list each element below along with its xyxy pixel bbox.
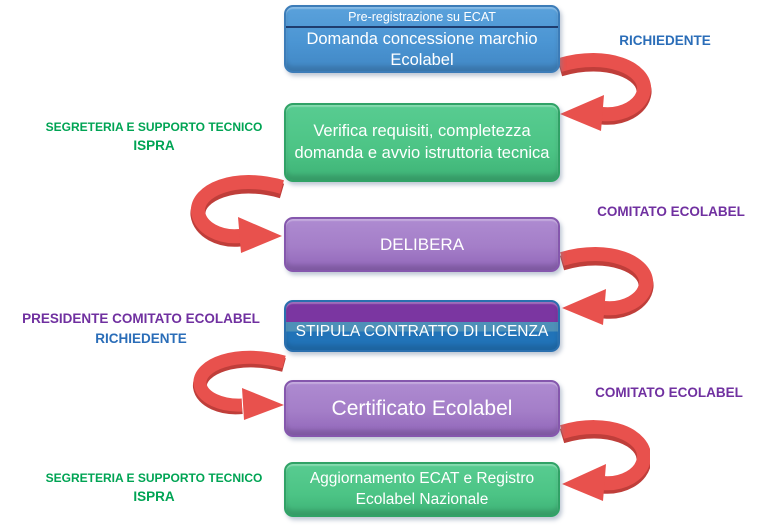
actor-label-segreteria-ispra: SEGRETERIA E SUPPORTO TECNICO ISPRA [28,119,280,156]
flow-box-stipula: STIPULA CONTRATTO DI LICENZA [284,300,560,352]
actor-label-segreteria-ispra: SEGRETERIA E SUPPORTO TECNICO ISPRA [28,470,280,507]
flow-box-certificato: Certificato Ecolabel [284,380,560,437]
flow-box-domanda: Pre-registrazione su ECAT Domanda conces… [284,5,560,73]
flow-box-aggiornamento: Aggiornamento ECAT e Registro Ecolabel N… [284,462,560,517]
curved-arrow-down-icon [558,246,654,326]
curved-arrow-down-icon [558,418,650,502]
flow-box-domanda-label: Domanda concessione marchio Ecolabel [306,30,538,69]
actor-label-line1: PRESIDENTE COMITATO ECOLABEL [22,311,260,326]
actor-label-comitato-ecolabel: COMITATO ECOLABEL [597,204,745,219]
actor-label-line1: SEGRETERIA E SUPPORTO TECNICO [45,471,263,485]
flow-box-domanda-header: Pre-registrazione su ECAT [348,10,496,24]
actor-label-line2: RICHIEDENTE [95,330,187,346]
curved-arrow-down-icon [556,52,652,132]
actor-label-richiedente: RICHIEDENTE [619,33,711,48]
header-divider [286,26,558,28]
actor-label-line2: ISPRA [133,138,175,154]
actor-label-line1: SEGRETERIA E SUPPORTO TECNICO [45,120,263,134]
actor-label-comitato-ecolabel: COMITATO ECOLABEL [595,385,743,400]
flow-box-delibera: DELIBERA [284,217,560,272]
curved-arrow-down-icon [190,174,286,254]
actor-label-line2: ISPRA [133,489,175,505]
flow-box-verifica: Verifica requisiti, completezza domanda … [284,103,560,182]
actor-label-presidente-richiedente: PRESIDENTE COMITATO ECOLABEL RICHIEDENTE [0,309,282,348]
curved-arrow-down-icon [192,350,288,420]
